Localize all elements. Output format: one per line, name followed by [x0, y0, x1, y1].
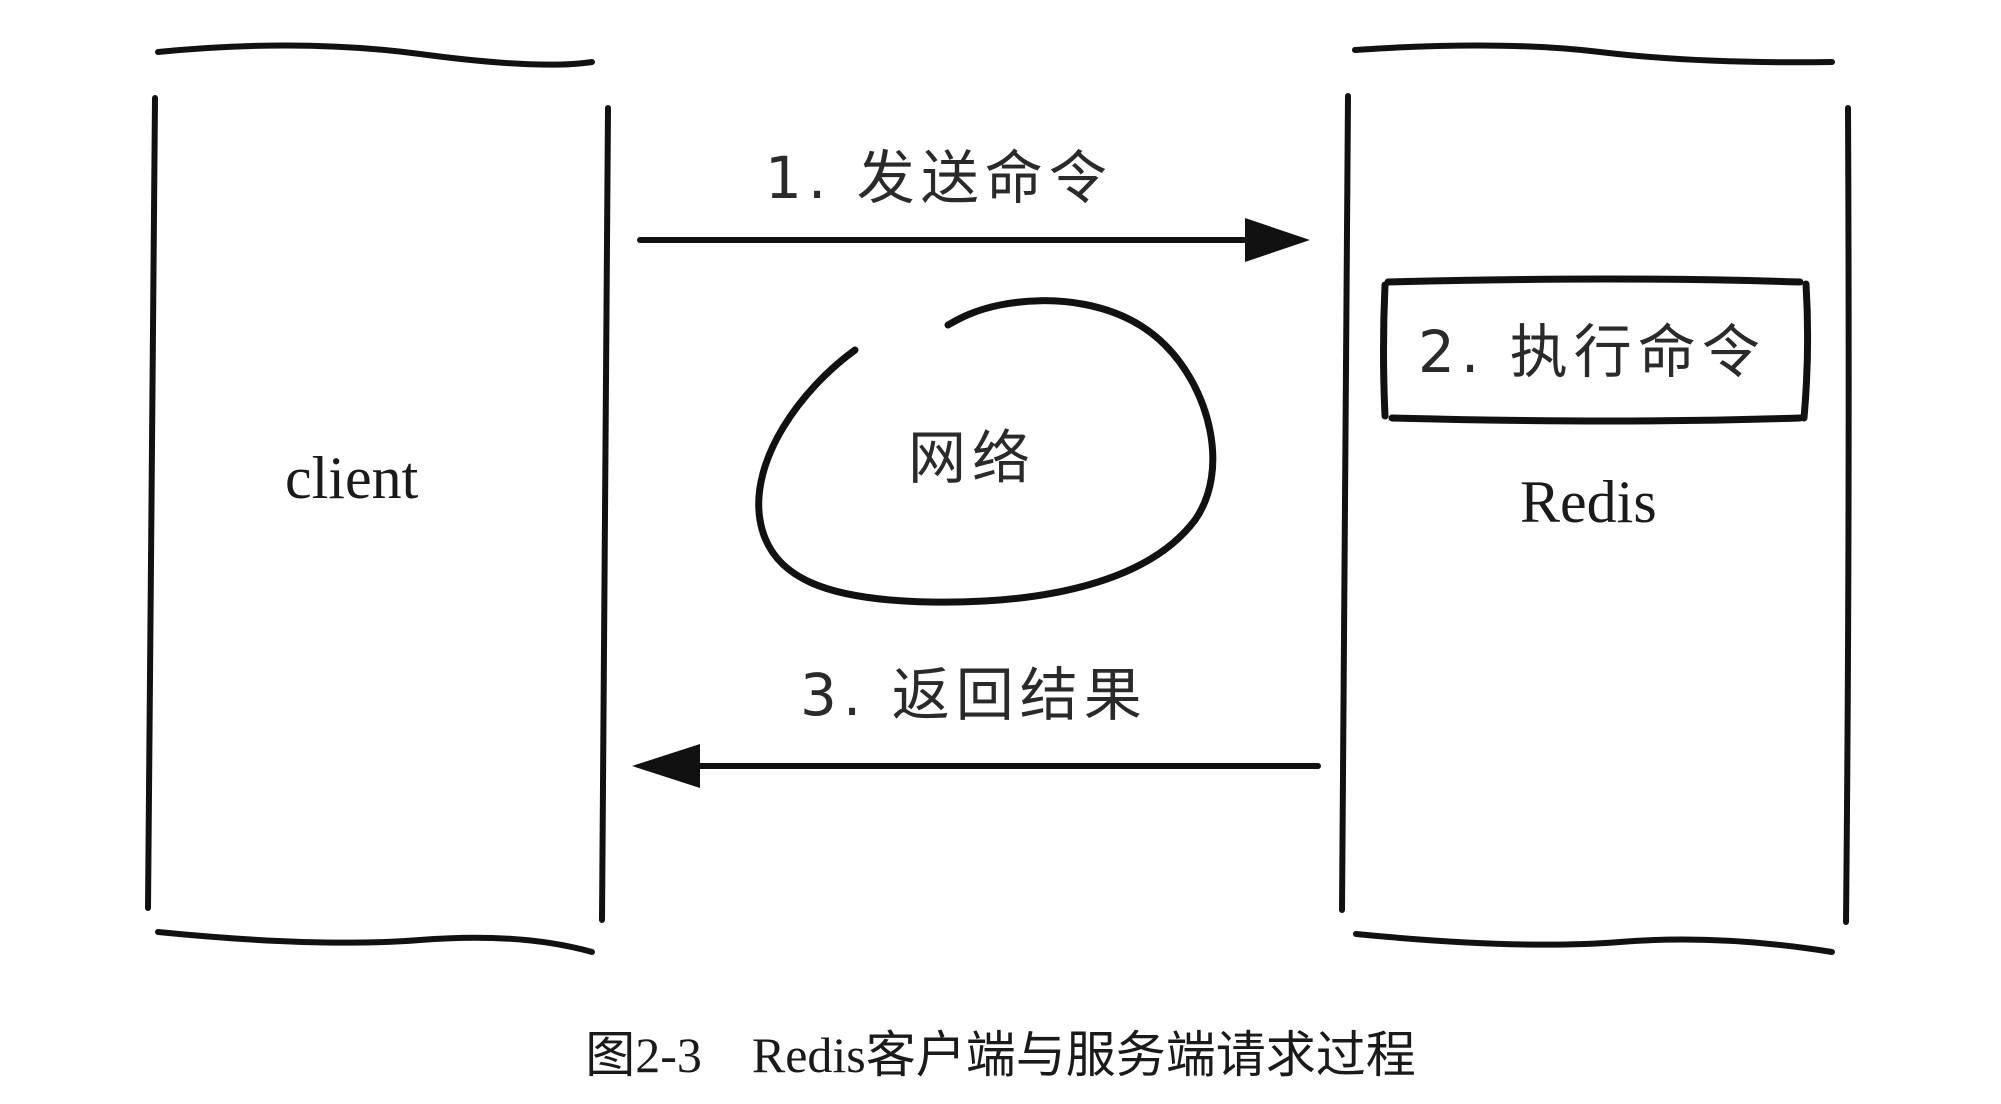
return-result-arrow: 3. 返回结果 — [632, 661, 1321, 788]
client-box: client — [145, 42, 611, 955]
client-label: client — [285, 445, 419, 511]
network-label: 网络 — [908, 424, 1036, 492]
redis-label: Redis — [1520, 469, 1657, 535]
step2-label: 2. 执行命令 — [1418, 318, 1766, 386]
redis-box: 2. 执行命令 Redis — [1339, 42, 1852, 955]
arrowhead-left-icon — [632, 744, 700, 788]
step1-label: 1. 发送命令 — [765, 144, 1113, 212]
execute-command-box: 2. 执行命令 — [1380, 275, 1812, 425]
step3-label: 3. 返回结果 — [800, 661, 1148, 729]
send-command-arrow: 1. 发送命令 — [637, 144, 1310, 262]
arrowhead-right-icon — [1245, 218, 1310, 262]
network-cloud: 网络 — [755, 297, 1217, 606]
figure-caption: 图2-3 Redis客户端与服务端请求过程 — [585, 1027, 1416, 1083]
